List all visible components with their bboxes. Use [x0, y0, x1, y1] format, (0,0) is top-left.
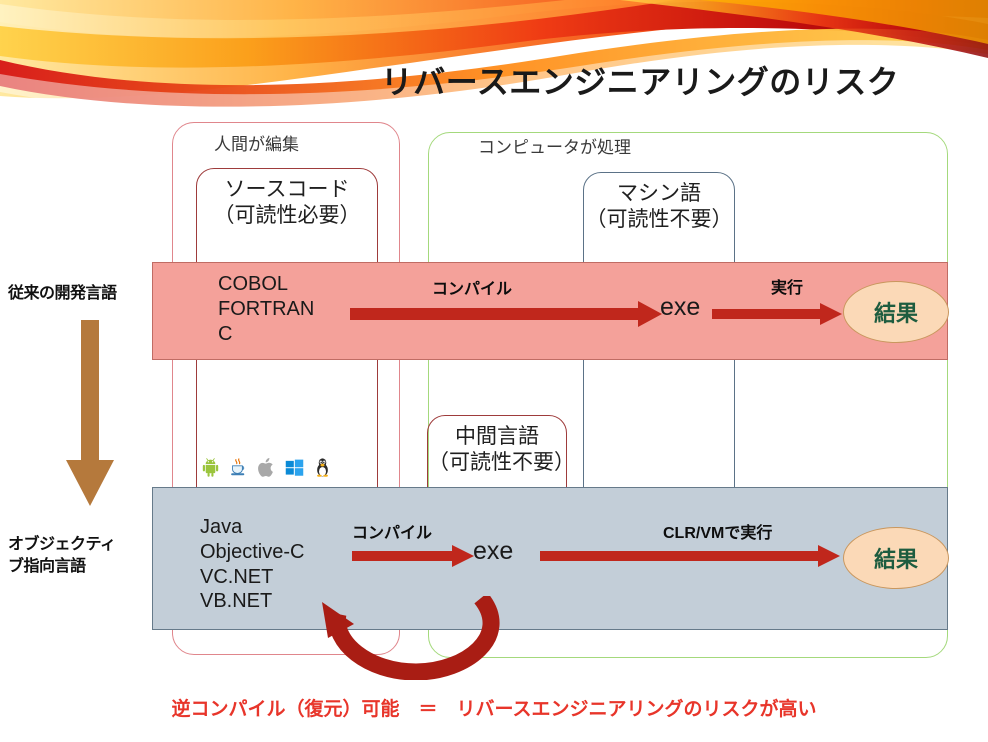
exe-label-traditional: exe — [660, 293, 701, 321]
caption-exec-traditional: 実行 — [771, 280, 804, 297]
arrow-compile-objectoriented — [352, 544, 474, 568]
zone-computer-label: コンピュータが処理 — [478, 138, 631, 157]
concept-machine-line1: マシン語 — [617, 182, 701, 205]
linux-tux-icon — [312, 456, 333, 479]
language-list-objectoriented: Java Objective-C VC.NET VB.NET — [200, 516, 305, 613]
concept-source-line2: （可読性必要） — [213, 203, 361, 227]
zone-human-label: 人間が編集 — [214, 135, 299, 154]
arrow-decompile-reverse — [316, 592, 516, 681]
windows-icon — [284, 456, 305, 479]
page-title: リバースエンジニアリングのリスク — [380, 64, 900, 100]
concept-machine-line2: （可読性不要） — [585, 207, 733, 231]
result-ellipse-traditional: 結果 — [843, 281, 949, 343]
brown-down-arrow — [62, 320, 118, 510]
android-icon — [200, 456, 221, 479]
platform-icon-strip — [200, 452, 340, 482]
java-icon — [228, 456, 249, 479]
arrow-exec-objectoriented — [540, 544, 840, 568]
caption-exec-objectoriented: CLR/VMで実行 — [663, 525, 773, 542]
caption-compile-objectoriented: コンパイル — [352, 525, 433, 542]
concept-box-source-code: ソースコード （可読性必要） — [196, 168, 378, 630]
row-label-objectoriented: オブジェクティ ブ指向言語 — [8, 536, 116, 575]
zone-computer-processes — [428, 132, 948, 658]
bottom-caption: 逆コンパイル（復元）可能 ＝ リバースエンジニアリングのリスクが高い — [171, 699, 817, 720]
arrow-compile-traditional — [350, 300, 662, 328]
result-ellipse-objectoriented: 結果 — [843, 527, 949, 589]
concept-intermediate-line1: 中間言語 — [455, 425, 539, 448]
exe-label-objectoriented: exe — [473, 537, 514, 565]
caption-compile-traditional: コンパイル — [432, 281, 513, 298]
apple-icon — [256, 456, 277, 479]
language-list-traditional: COBOL FORTRAN C — [218, 273, 315, 345]
arrow-exec-traditional — [712, 302, 842, 326]
concept-source-line1: ソースコード — [224, 178, 350, 201]
row-label-traditional: 従来の開発言語 — [8, 285, 117, 302]
concept-intermediate-line2: （可読性不要） — [428, 450, 575, 474]
zone-human-edits — [172, 122, 400, 655]
